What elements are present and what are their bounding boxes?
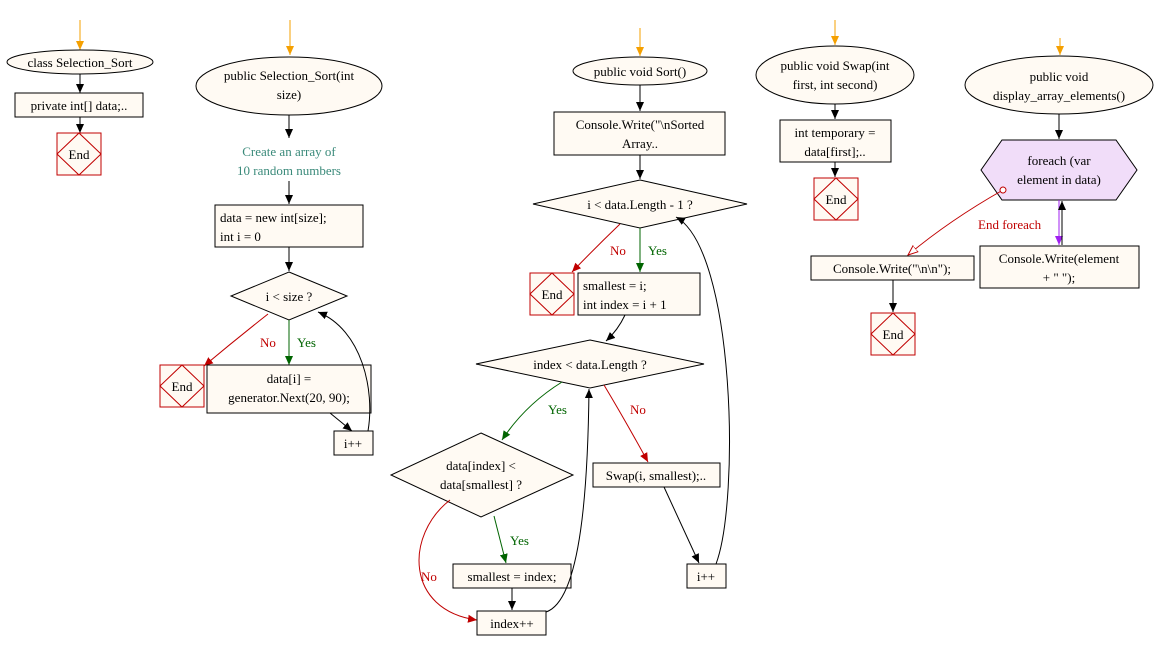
cond-no-label: No — [260, 335, 276, 350]
display-header-line1: public void — [1030, 69, 1089, 84]
edge-compare-yes — [493, 515, 508, 564]
i-incr-node — [686, 563, 727, 589]
end-foreach-label: End foreach — [978, 217, 1042, 232]
svg-text:End: End — [172, 379, 193, 394]
compare-node — [389, 432, 575, 518]
end-node-1: End — [56, 132, 102, 176]
class-section: class Selection_Sort private int[] data;… — [6, 20, 154, 176]
comment-line1: Create an array of — [242, 144, 336, 159]
temp-line1: int temporary = — [795, 125, 876, 140]
end-node-2: End — [159, 364, 205, 408]
edge-inner-yes — [501, 381, 563, 441]
swap-call-node — [592, 462, 721, 488]
edge-outer-no — [571, 223, 621, 273]
assign-line1: data[i] = — [267, 371, 312, 386]
svg-text:End: End — [883, 327, 904, 342]
ctor-header-line1: public Selection_Sort(int — [224, 68, 355, 83]
cond-text: i < size ? — [266, 289, 313, 304]
outer-yes-label: Yes — [648, 243, 667, 258]
smallest-init-line1: smallest = i; — [583, 278, 647, 293]
constructor-section: public Selection_Sort(int size) Create a… — [159, 20, 383, 456]
edge-outer-loop — [675, 216, 730, 565]
assign-line2: generator.Next(20, 90); — [228, 390, 350, 405]
edge-loop-back — [317, 311, 371, 432]
ctor-header-line2: size) — [277, 87, 302, 102]
smallest-init-node — [577, 272, 701, 316]
write-node — [553, 111, 726, 156]
temp-line2: data[first];.. — [804, 144, 865, 159]
comment-line2: 10 random numbers — [237, 163, 341, 178]
foreach-node — [980, 139, 1138, 201]
svg-text:End: End — [69, 147, 90, 162]
end-node-5: End — [870, 312, 916, 356]
compare-yes-label: Yes — [510, 533, 529, 548]
edge-end-foreach — [908, 190, 1003, 255]
index-incr-text: index++ — [490, 616, 534, 631]
write-elem-line2: + " "); — [1043, 270, 1075, 285]
swap-call-text: Swap(i, smallest);.. — [606, 468, 706, 483]
ctor-header-node — [195, 56, 383, 116]
edge-index-loop — [545, 388, 593, 613]
incr-node — [333, 430, 374, 456]
init-line1: data = new int[size]; — [220, 210, 327, 225]
inner-no-label: No — [630, 402, 646, 417]
edge-swap-incr — [663, 486, 700, 564]
smallest-init-line2: int index = i + 1 — [583, 297, 667, 312]
write-line1: Console.Write("\nSorted — [576, 117, 705, 132]
sort-header-text: public void Sort() — [594, 64, 686, 79]
display-header-node — [964, 55, 1154, 115]
write-elem-line1: Console.Write(element — [999, 251, 1120, 266]
sort-section: public void Sort() Console.Write("\nSort… — [389, 28, 748, 636]
swap-header-line1: public void Swap(int — [780, 58, 889, 73]
swap-header-line2: first, int second) — [793, 77, 878, 92]
fields-node — [14, 92, 144, 118]
write-newline-node — [810, 255, 975, 281]
write-newline-text: Console.Write("\n\n"); — [833, 261, 951, 276]
incr-text: i++ — [344, 436, 362, 451]
index-incr-node — [476, 610, 547, 636]
set-smallest-node — [452, 563, 572, 589]
fields-text: private int[] data;.. — [31, 98, 128, 113]
write-elem-node — [979, 245, 1140, 289]
compare-line2: data[smallest] ? — [440, 477, 522, 492]
inner-yes-label: Yes — [548, 402, 567, 417]
display-header-line2: display_array_elements() — [993, 88, 1125, 103]
swap-section: public void Swap(int first, int second) … — [755, 20, 915, 221]
set-smallest-text: smallest = index; — [468, 569, 557, 584]
compare-no-label: No — [421, 569, 437, 584]
end-node-4: End — [813, 177, 859, 221]
outer-no-label: No — [610, 243, 626, 258]
temp-node — [779, 119, 892, 163]
foreach-line2: element in data) — [1017, 172, 1101, 187]
cond-yes-label: Yes — [297, 335, 316, 350]
assign-node — [206, 364, 372, 414]
compare-line1: data[index] < — [446, 458, 516, 473]
end-node-3: End — [529, 272, 575, 316]
inner-cond-text: index < data.Length ? — [533, 357, 647, 372]
inner-cond-node — [475, 339, 705, 389]
init-line2: int i = 0 — [220, 229, 261, 244]
class-header-text: class Selection_Sort — [27, 55, 132, 70]
foreach-line1: foreach (var — [1027, 153, 1091, 168]
svg-text:End: End — [542, 287, 563, 302]
edge-cond-no — [203, 313, 269, 367]
write-line2: Array.. — [622, 136, 658, 151]
edge-init-inner — [605, 314, 626, 342]
i-incr-text: i++ — [697, 569, 715, 584]
swap-header-node — [755, 45, 915, 105]
svg-text:End: End — [826, 192, 847, 207]
edge-compare-no — [418, 499, 478, 623]
outer-cond-text: i < data.Length - 1 ? — [587, 197, 693, 212]
edge-assign-incr — [329, 412, 353, 432]
display-section: public void display_array_elements() for… — [810, 38, 1154, 356]
edge-inner-no — [603, 384, 649, 463]
